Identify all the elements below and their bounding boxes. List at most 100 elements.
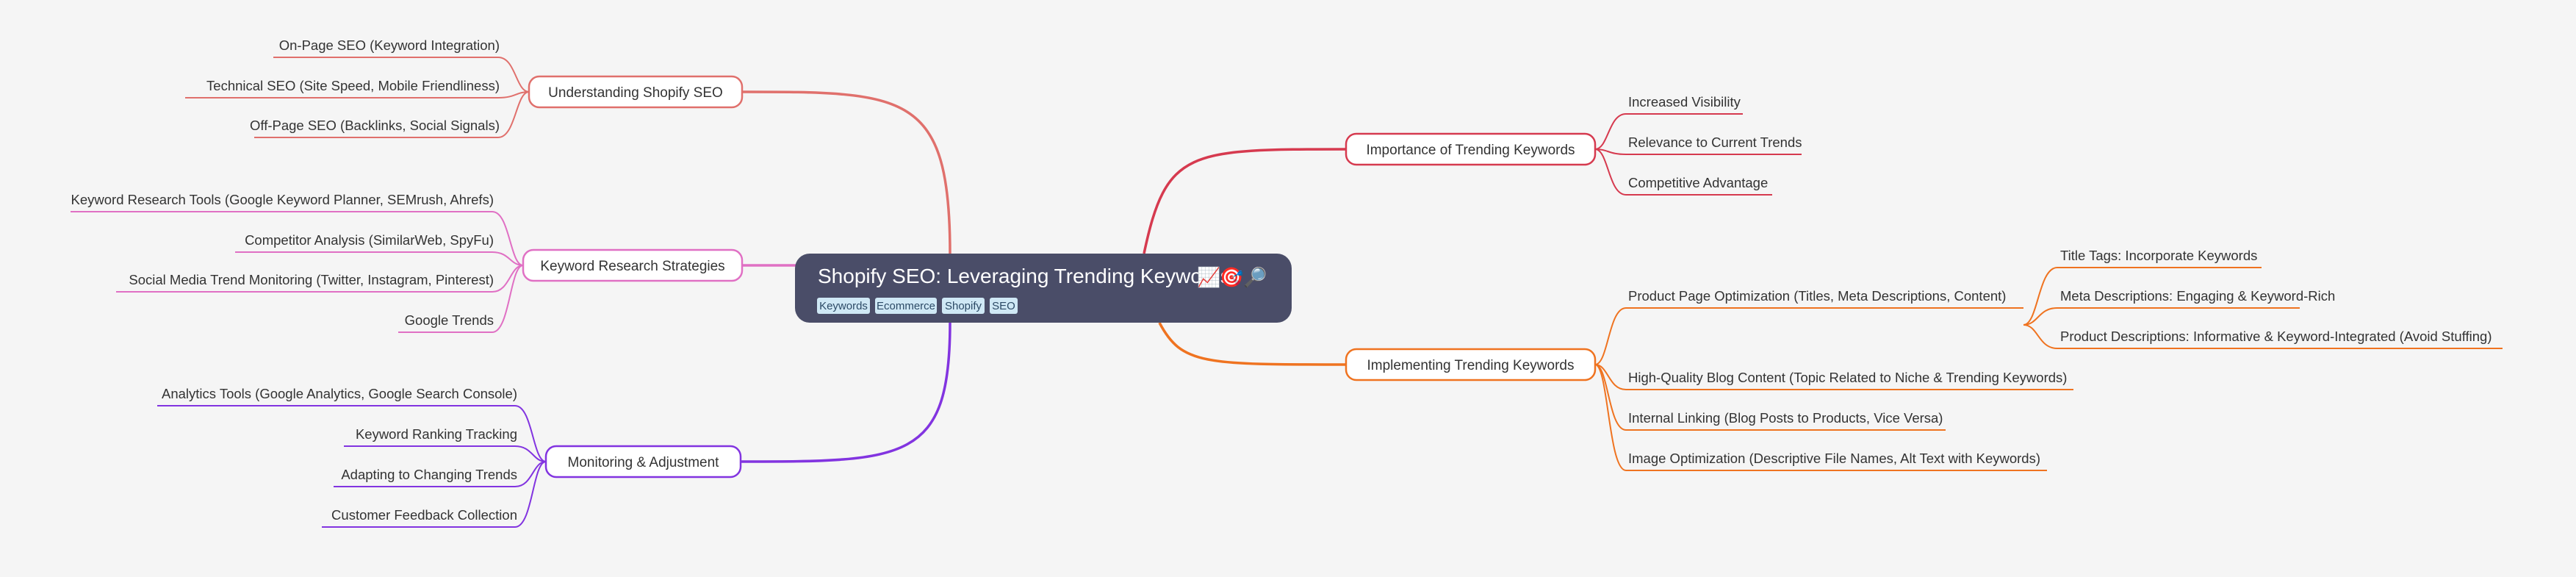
leaf-technical-seo-site-speed-mobile-friendli-label: Technical SEO (Site Speed, Mobile Friend… <box>206 78 500 93</box>
leaf-increased-visibility-connector <box>1594 113 1743 150</box>
leaf-keyword-research-tools-google-keyword-pl-label: Keyword Research Tools (Google Keyword P… <box>71 192 494 207</box>
leaf-internal-linking-blog-posts-to-products-[interactable]: Internal Linking (Blog Posts to Products… <box>1628 410 1943 426</box>
subleaf-product-descriptions-informative-keyword-connector <box>2023 324 2503 349</box>
leaf-image-optimization-descriptive-file-name-connector <box>1594 364 2047 471</box>
subleaf-title-tags-incorporate-keywords-connector <box>2023 267 2262 326</box>
tag-shopify-bg <box>942 298 985 314</box>
subleaf-title-tags-incorporate-keywords-label: Title Tags: Incorporate Keywords <box>2060 248 2257 263</box>
branch-keyword-research-strategies[interactable]: Keyword Research Strategies <box>522 248 744 282</box>
chart-emoji-icon: 📈 <box>1197 266 1220 288</box>
leaf-competitive-advantage[interactable]: Competitive Advantage <box>1628 175 1768 190</box>
tag-ecommerce[interactable]: Ecommerce <box>875 298 937 314</box>
leaf-keyword-ranking-tracking[interactable]: Keyword Ranking Tracking <box>356 426 517 442</box>
branch-keyword-research-strategies-label: Keyword Research Strategies <box>540 259 724 274</box>
leaf-analytics-tools-google-analytics-google--label: Analytics Tools (Google Analytics, Googl… <box>162 386 517 401</box>
tag-seo-bg <box>990 298 1018 314</box>
leaf-relevance-to-current-trends[interactable]: Relevance to Current Trends <box>1628 135 1802 150</box>
branch-importance-of-trending-keywords-connector <box>1143 148 1347 254</box>
leaf-high-quality-blog-content-topic-related--connector <box>1594 364 2073 390</box>
subleaf-meta-descriptions-engaging-keyword-rich[interactable]: Meta Descriptions: Engaging & Keyword-Ri… <box>2060 288 2335 304</box>
connector-layer <box>71 57 2503 528</box>
leaf-on-page-seo-keyword-integration[interactable]: On-Page SEO (Keyword Integration) <box>279 37 500 53</box>
branch-implementing-trending-keywords-connector <box>1158 322 1347 366</box>
leaf-competitor-analysis-similarweb-spyfu-connector <box>235 251 524 266</box>
branch-implementing-trending-keywords-label: Implementing Trending Keywords <box>1367 358 1575 373</box>
leaf-technical-seo-site-speed-mobile-friendli-connector <box>185 91 530 98</box>
subleaf-product-descriptions-informative-keyword-label: Product Descriptions: Informative & Keyw… <box>2060 329 2492 344</box>
tag-keywords-bg <box>817 298 870 314</box>
leaf-social-media-trend-monitoring-twitter-in[interactable]: Social Media Trend Monitoring (Twitter, … <box>129 272 494 287</box>
leaf-off-page-seo-backlinks-social-signals[interactable]: Off-Page SEO (Backlinks, Social Signals) <box>250 118 500 133</box>
branch-importance-of-trending-keywords[interactable]: Importance of Trending Keywords <box>1345 132 1597 166</box>
leaf-social-media-trend-monitoring-twitter-in-label: Social Media Trend Monitoring (Twitter, … <box>129 272 494 287</box>
leaf-on-page-seo-keyword-integration-connector <box>273 57 530 93</box>
leaf-google-trends[interactable]: Google Trends <box>405 312 494 328</box>
leaf-competitor-analysis-similarweb-spyfu-label: Competitor Analysis (SimilarWeb, SpyFu) <box>245 232 494 248</box>
root-title: Shopify SEO: Leveraging Trending Keyword… <box>818 265 1231 287</box>
tag-keywords[interactable]: Keywords <box>817 298 870 314</box>
leaf-analytics-tools-google-analytics-google-[interactable]: Analytics Tools (Google Analytics, Googl… <box>162 386 517 401</box>
leaf-keyword-research-tools-google-keyword-pl-connector <box>71 211 524 266</box>
leaf-google-trends-label: Google Trends <box>405 312 494 328</box>
leaf-customer-feedback-collection-label: Customer Feedback Collection <box>331 507 517 523</box>
leaf-competitor-analysis-similarweb-spyfu[interactable]: Competitor Analysis (SimilarWeb, SpyFu) <box>245 232 494 248</box>
tag-ecommerce-bg <box>875 298 937 314</box>
leaf-image-optimization-descriptive-file-name[interactable]: Image Optimization (Descriptive File Nam… <box>1628 451 2040 466</box>
tag-shopify-label: Shopify <box>945 300 982 312</box>
leaf-keyword-ranking-tracking-connector <box>344 445 547 462</box>
leaf-increased-visibility[interactable]: Increased Visibility <box>1628 94 1741 110</box>
leaf-off-page-seo-backlinks-social-signals-label: Off-Page SEO (Backlinks, Social Signals) <box>250 118 500 133</box>
leaf-technical-seo-site-speed-mobile-friendli[interactable]: Technical SEO (Site Speed, Mobile Friend… <box>206 78 500 93</box>
branch-keyword-research-strategies-box <box>522 248 744 282</box>
branch-layer: Understanding Shopify SEO On-Page SEO (Ke… <box>71 37 2492 523</box>
subleaf-meta-descriptions-engaging-keyword-rich-label: Meta Descriptions: Engaging & Keyword-Ri… <box>2060 288 2335 304</box>
leaf-keyword-ranking-tracking-label: Keyword Ranking Tracking <box>356 426 517 442</box>
tag-shopify[interactable]: Shopify <box>942 298 985 314</box>
subleaf-product-descriptions-informative-keyword[interactable]: Product Descriptions: Informative & Keyw… <box>2060 329 2492 344</box>
leaf-relevance-to-current-trends-label: Relevance to Current Trends <box>1628 135 1802 150</box>
branch-monitoring-adjustment[interactable]: Monitoring & Adjustment <box>544 445 742 479</box>
leaf-increased-visibility-label: Increased Visibility <box>1628 94 1741 110</box>
leaf-customer-feedback-collection-connector <box>322 461 547 528</box>
leaf-relevance-to-current-trends-connector <box>1594 148 1802 155</box>
leaf-internal-linking-blog-posts-to-products--label: Internal Linking (Blog Posts to Products… <box>1628 410 1943 426</box>
leaf-product-page-optimization-titles-meta-de-label: Product Page Optimization (Titles, Meta … <box>1628 288 2006 304</box>
tag-ecommerce-label: Ecommerce <box>877 300 935 312</box>
magnifier-emoji-icon: 🔎 <box>1243 265 1267 288</box>
branch-implementing-trending-keywords[interactable]: Implementing Trending Keywords <box>1345 348 1597 381</box>
leaf-product-page-optimization-titles-meta-de-connector <box>1594 307 2023 365</box>
branch-importance-of-trending-keywords-box <box>1345 132 1597 166</box>
leaf-high-quality-blog-content-topic-related--label: High-Quality Blog Content (Topic Related… <box>1628 370 2067 385</box>
tag-seo-label: SEO <box>992 300 1015 312</box>
branch-understanding-shopify-seo-box <box>528 75 744 109</box>
subleaf-title-tags-incorporate-keywords[interactable]: Title Tags: Incorporate Keywords <box>2060 248 2257 263</box>
leaf-on-page-seo-keyword-integration-label: On-Page SEO (Keyword Integration) <box>279 37 500 53</box>
tag-seo[interactable]: SEO <box>990 298 1018 314</box>
leaf-competitive-advantage-connector <box>1594 148 1772 196</box>
branch-understanding-shopify-seo-label: Understanding Shopify SEO <box>548 85 723 101</box>
branch-monitoring-adjustment-box <box>544 445 742 479</box>
branch-implementing-trending-keywords-box <box>1345 348 1597 381</box>
leaf-analytics-tools-google-analytics-google--connector <box>157 405 547 462</box>
branch-importance-of-trending-keywords-label: Importance of Trending Keywords <box>1366 143 1575 158</box>
leaf-adapting-to-changing-trends[interactable]: Adapting to Changing Trends <box>341 467 517 482</box>
root-node[interactable]: Shopify SEO: Leveraging Trending Keyword… <box>795 254 1292 323</box>
leaf-adapting-to-changing-trends-label: Adapting to Changing Trends <box>341 467 517 482</box>
branch-understanding-shopify-seo[interactable]: Understanding Shopify SEO <box>528 75 744 109</box>
leaf-competitive-advantage-label: Competitive Advantage <box>1628 175 1768 190</box>
leaf-high-quality-blog-content-topic-related-[interactable]: High-Quality Blog Content (Topic Related… <box>1628 370 2067 385</box>
leaf-google-trends-connector <box>398 265 524 333</box>
leaf-keyword-research-tools-google-keyword-pl[interactable]: Keyword Research Tools (Google Keyword P… <box>71 192 494 207</box>
leaf-social-media-trend-monitoring-twitter-in-connector <box>116 265 524 293</box>
leaf-product-page-optimization-titles-meta-de[interactable]: Product Page Optimization (Titles, Meta … <box>1628 288 2006 304</box>
branch-monitoring-adjustment-label: Monitoring & Adjustment <box>568 455 720 470</box>
branch-monitoring-adjustment-connector <box>740 322 951 463</box>
tag-keywords-label: Keywords <box>819 300 868 312</box>
leaf-customer-feedback-collection[interactable]: Customer Feedback Collection <box>331 507 517 523</box>
leaf-adapting-to-changing-trends-connector <box>334 461 547 487</box>
subleaf-meta-descriptions-engaging-keyword-rich-connector <box>2023 307 2300 326</box>
branch-understanding-shopify-seo-connector <box>741 90 951 254</box>
leaf-image-optimization-descriptive-file-name-label: Image Optimization (Descriptive File Nam… <box>1628 451 2040 466</box>
target-emoji-icon: 🎯 <box>1220 266 1243 288</box>
